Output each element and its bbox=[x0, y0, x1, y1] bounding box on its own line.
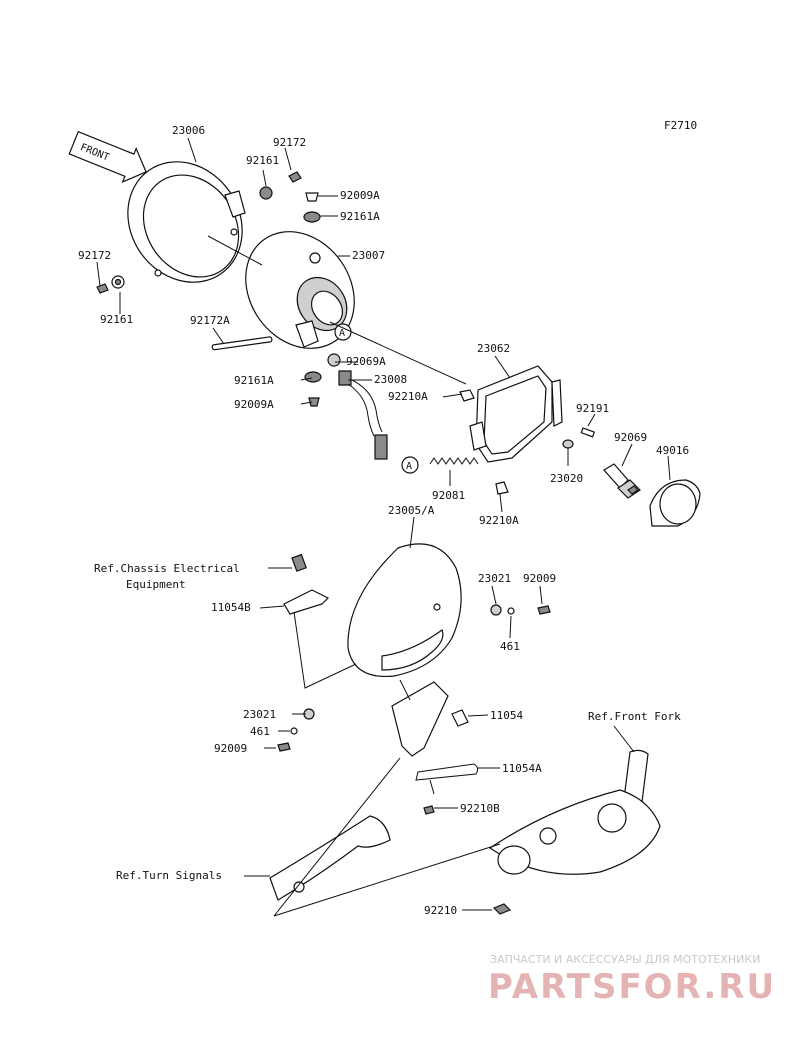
callout-23008: 23008 bbox=[374, 373, 407, 386]
watermark-subtitle: ЗАПЧАСТИ И АКСЕССУАРЫ ДЛЯ МОТОТЕХНИКИ bbox=[490, 953, 760, 966]
callout-92161a-top: 92161A bbox=[340, 210, 380, 223]
front-arrow-icon: FRONT bbox=[68, 130, 147, 184]
callout-92210a-bottom: 92210A bbox=[479, 514, 519, 527]
callout-92161-top: 92161 bbox=[246, 154, 279, 167]
small-hardware bbox=[96, 171, 322, 407]
callout-11054a: 11054A bbox=[502, 762, 542, 775]
callout-92172-left: 92172 bbox=[78, 249, 111, 262]
callout-49016: 49016 bbox=[656, 444, 689, 457]
callout-461-right: 461 bbox=[500, 640, 520, 653]
watermark: ЗАПЧАСТИ И АКСЕССУАРЫ ДЛЯ МОТОТЕХНИКИ PA… bbox=[488, 953, 776, 1007]
callout-23007: 23007 bbox=[352, 249, 385, 262]
callout-92191: 92191 bbox=[576, 402, 609, 415]
leader-lines bbox=[96, 137, 671, 917]
callout-ref-turn-signals: Ref.Turn Signals bbox=[116, 869, 222, 882]
lower-bracket-11054 bbox=[391, 681, 469, 757]
headlight-bracket bbox=[469, 365, 563, 463]
figure-code: F2710 bbox=[664, 119, 697, 132]
callout-23062: 23062 bbox=[477, 342, 510, 355]
bracket-11054b bbox=[283, 553, 330, 615]
callout-92210b: 92210B bbox=[460, 802, 500, 815]
headlight-shell bbox=[347, 543, 462, 678]
callout-92172a: 92172A bbox=[190, 314, 230, 327]
callout-11054: 11054 bbox=[490, 709, 523, 722]
ref-marker-a-1: A bbox=[334, 323, 352, 341]
callout-92069a: 92069A bbox=[346, 355, 386, 368]
callout-92009-left: 92009 bbox=[214, 742, 247, 755]
adjust-spring bbox=[429, 457, 479, 465]
callout-23021-right: 23021 bbox=[478, 572, 511, 585]
headlight-bulb bbox=[603, 463, 641, 499]
turn-signal-bracket bbox=[269, 815, 391, 901]
callout-23021-left: 23021 bbox=[243, 708, 276, 721]
callout-11054b: 11054B bbox=[211, 601, 251, 614]
callout-92009a-top: 92009A bbox=[340, 189, 380, 202]
bulb-socket-harness bbox=[327, 353, 388, 460]
bulb-cover bbox=[649, 479, 701, 527]
callout-92009-right: 92009 bbox=[523, 572, 556, 585]
headlight-housing bbox=[245, 231, 355, 349]
callout-92069: 92069 bbox=[614, 431, 647, 444]
callout-461-left: 461 bbox=[250, 725, 270, 738]
fork-triple-clamp bbox=[488, 749, 661, 915]
callout-23005a: 23005/A bbox=[388, 504, 435, 517]
callout-labels: 23006 92172 92161 92009A 92161A 23007 92… bbox=[78, 124, 689, 917]
callout-ref-chassis-2: Equipment bbox=[126, 578, 186, 591]
svg-text:A: A bbox=[339, 328, 345, 339]
watermark-brand: PARTSFOR.RU bbox=[488, 967, 776, 1007]
callout-23020: 23020 bbox=[550, 472, 583, 485]
svg-text:A: A bbox=[406, 461, 412, 472]
callout-ref-front-fork: Ref.Front Fork bbox=[588, 710, 681, 723]
callout-23006: 23006 bbox=[172, 124, 205, 137]
callout-92172-top: 92172 bbox=[273, 136, 306, 149]
callout-92210: 92210 bbox=[424, 904, 457, 917]
misc-hardware-right bbox=[459, 389, 596, 495]
ref-marker-a-2: A bbox=[401, 456, 419, 474]
callout-92161-left: 92161 bbox=[100, 313, 133, 326]
callout-92081: 92081 bbox=[432, 489, 465, 502]
callout-ref-chassis-1: Ref.Chassis Electrical bbox=[94, 562, 240, 575]
callout-92009a-mid: 92009A bbox=[234, 398, 274, 411]
callout-92161a-mid: 92161A bbox=[234, 374, 274, 387]
callout-92210a-top: 92210A bbox=[388, 390, 428, 403]
headlight-rim bbox=[127, 161, 246, 283]
bracket-11054a bbox=[415, 763, 479, 795]
